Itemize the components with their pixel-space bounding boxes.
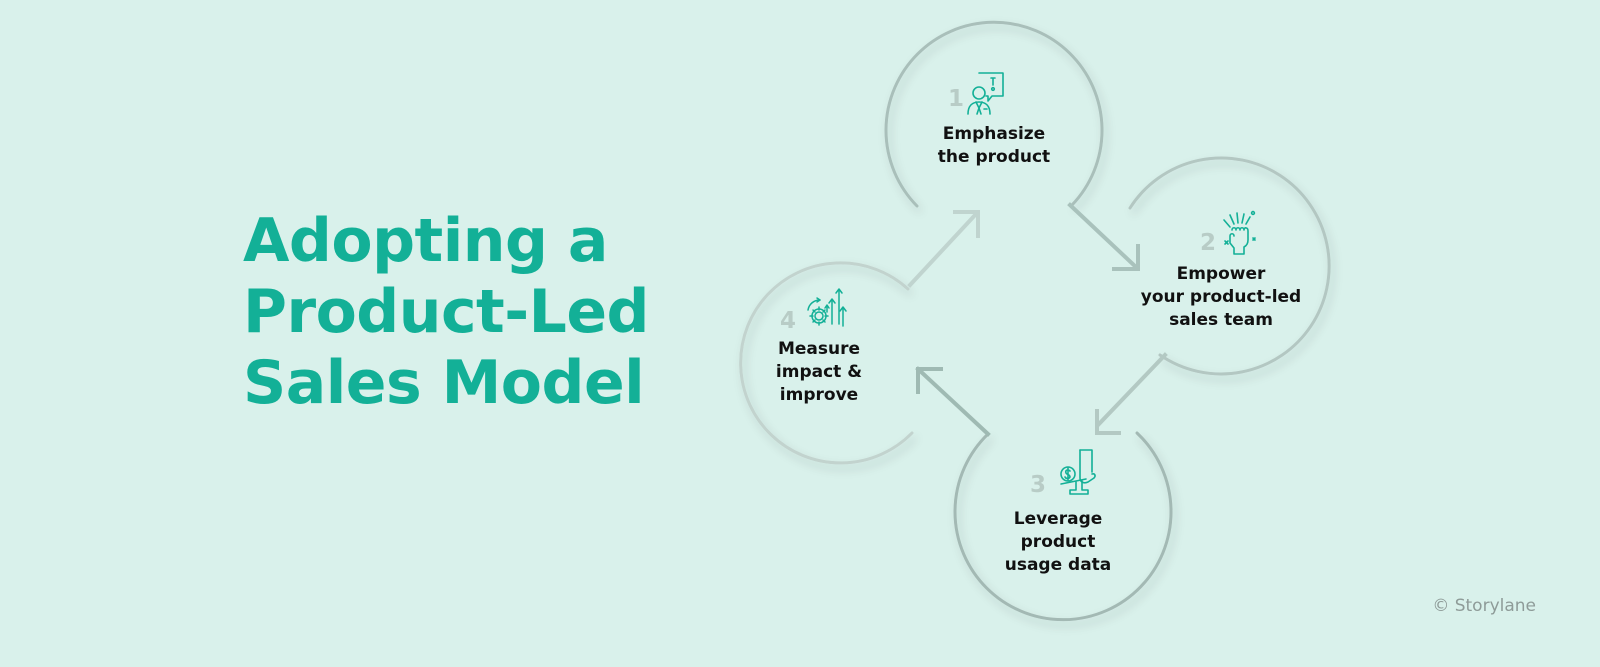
step-number: 3 (1030, 472, 1047, 498)
step-line: product (1020, 532, 1096, 552)
presenter-speech-bubble-icon (967, 72, 1004, 115)
raised-fist-icon (1223, 210, 1256, 255)
step-line: impact & (775, 362, 863, 382)
copyright-credit: © Storylane (1432, 596, 1536, 616)
circle-step-2 (1128, 156, 1331, 376)
title-line: Product-Led (243, 277, 649, 347)
step-line: sales team (1169, 310, 1273, 330)
circle-step-3 (953, 431, 1173, 622)
arrow-3-to-4 (915, 366, 991, 437)
title-line: Sales Model (243, 348, 645, 418)
step-line: Leverage (1013, 509, 1103, 529)
step-line: the product (937, 147, 1051, 167)
arrow-4-to-1 (907, 210, 980, 288)
circle-step-1 (884, 20, 1104, 208)
step-label-3: Leverage product usage data (968, 508, 1148, 577)
arrow-1-to-2 (1067, 202, 1140, 271)
step-line: Empower (1176, 264, 1266, 284)
title-line: Adopting a (243, 206, 608, 276)
step-line: Emphasize (942, 124, 1046, 144)
step-number: 2 (1200, 230, 1217, 256)
circle-step-4 (739, 261, 914, 465)
page-title: Adopting a Product-Led Sales Model (243, 206, 649, 419)
step-label-1: Emphasize the product (904, 123, 1084, 169)
step-number: 1 (948, 86, 965, 112)
step-label-4: Measure impact & improve (744, 338, 894, 407)
step-label-2: Empower your product-led sales team (1122, 263, 1320, 332)
step-line: your product-led (1140, 287, 1302, 307)
hand-scale-dollar-icon (1060, 449, 1096, 495)
step-line: usage data (1004, 555, 1112, 575)
step-number: 4 (780, 308, 797, 334)
step-line: improve (779, 385, 859, 405)
gear-growth-arrows-icon (807, 288, 847, 327)
step-line: Measure (777, 339, 861, 359)
arrow-2-to-3 (1095, 352, 1168, 435)
